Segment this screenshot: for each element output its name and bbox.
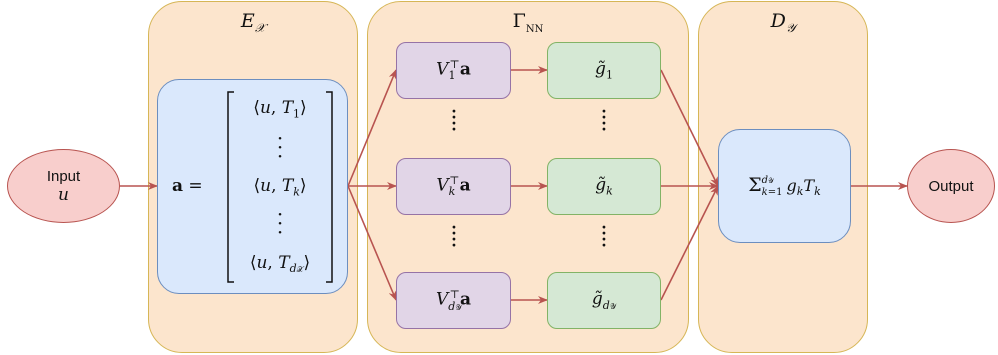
encoder-box: a = ⟨u, T1⟩ ··· ⟨u, Tk⟩ ··· ⟨u, Td𝒳⟩ xyxy=(157,79,348,294)
encoder-lhs: a = xyxy=(172,176,203,196)
output-label-1: g̃1 xyxy=(595,59,613,82)
output-box-d: g̃d𝒴 xyxy=(547,272,661,329)
projection-label-k: Vk⊤a xyxy=(436,174,471,199)
vdots-projection-upper: ···· xyxy=(450,100,458,143)
input-label: Input xyxy=(46,167,81,185)
output-label-d: g̃d𝒴 xyxy=(591,289,617,312)
matrix-vdots-2: ··· xyxy=(276,202,284,244)
projection-box-k: Vk⊤a xyxy=(396,158,511,215)
arrow-gd-to-decoder xyxy=(660,185,719,301)
input-variable: u xyxy=(58,184,69,205)
projection-box-1: V1⊤a xyxy=(396,42,511,99)
vdots-output-lower: ···· xyxy=(600,216,608,259)
encoder-matrix: ⟨u, T1⟩ ··· ⟨u, Tk⟩ ··· ⟨u, Td𝒳⟩ xyxy=(234,90,326,285)
encoder-title: E𝒳 xyxy=(240,10,266,35)
matrix-brackets xyxy=(227,91,333,283)
projection-label-d: Vd𝒴⊤a xyxy=(436,288,471,313)
matrix-row-k: ⟨u, Tk⟩ xyxy=(253,176,307,199)
output-box-1: g̃1 xyxy=(547,42,661,99)
matrix-row-1: ⟨u, T1⟩ xyxy=(253,98,307,121)
output-label-k: g̃k xyxy=(595,175,613,198)
vdots-output-upper: ···· xyxy=(600,100,608,143)
vdots-projection-lower: ···· xyxy=(450,216,458,259)
decoder-title: D𝒴 xyxy=(770,10,796,35)
input-node: Input u xyxy=(7,149,120,223)
arrow-encoder-to-v1 xyxy=(347,69,397,187)
matrix-row-d: ⟨u, Td𝒳⟩ xyxy=(249,253,311,276)
output-node: Output xyxy=(907,149,995,223)
projection-label-1: V1⊤a xyxy=(436,58,471,83)
matrix-vdots-1: ··· xyxy=(276,126,284,168)
arrow-encoder-to-vd xyxy=(347,185,397,301)
arrow-g1-to-decoder xyxy=(660,69,719,187)
output-box-k: g̃k xyxy=(547,158,661,215)
projection-box-d: Vd𝒴⊤a xyxy=(396,272,511,329)
output-label: Output xyxy=(928,177,974,195)
network-title: ΓNN xyxy=(512,10,544,35)
